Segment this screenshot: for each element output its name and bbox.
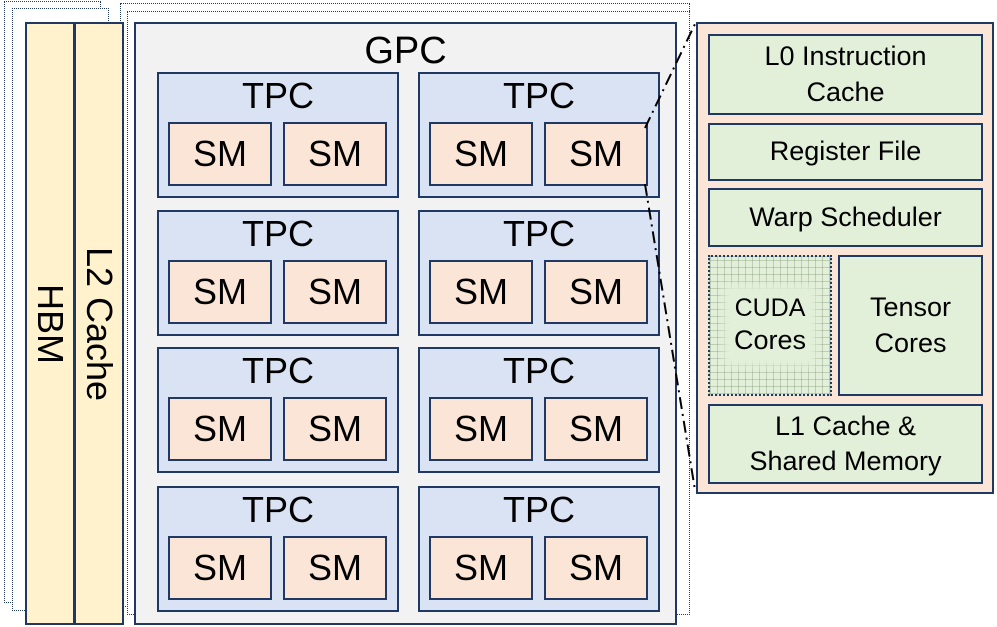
cuda-cores: CUDA Cores	[708, 255, 832, 396]
tpc-block: TPC SM SM	[157, 347, 399, 473]
register-file-label: Register File	[769, 136, 922, 167]
sm-block-highlighted: SM	[544, 122, 648, 186]
sm-block: SM	[283, 122, 387, 186]
sm-block: SM	[544, 260, 648, 324]
tensor-cores: Tensor Cores	[838, 255, 983, 396]
tpc-block: TPC SM SM	[418, 486, 660, 612]
tpc-block: TPC SM SM	[418, 72, 660, 198]
sm-block: SM	[429, 122, 533, 186]
l2-cache-bar: L2 Cache	[74, 22, 124, 625]
hbm-bar: HBM	[25, 22, 75, 625]
sm-block: SM	[283, 397, 387, 461]
sm-block: SM	[283, 536, 387, 600]
sm-block: SM	[429, 397, 533, 461]
tpc-label: TPC	[242, 489, 314, 530]
cuda-cores-line2: Cores	[733, 325, 807, 356]
l0-cache-line2: Cache	[806, 76, 885, 107]
sm-block: SM	[168, 397, 272, 461]
tensor-cores-line1: Tensor	[869, 292, 952, 323]
sm-block: SM	[429, 260, 533, 324]
sm-block: SM	[168, 536, 272, 600]
tpc-block: TPC SM SM	[157, 72, 399, 198]
sm-block: SM	[544, 397, 648, 461]
tpc-block: TPC SM SM	[157, 210, 399, 336]
tpc-label: TPC	[242, 350, 314, 391]
tpc-label: TPC	[242, 75, 314, 116]
l1-cache-line1: L1 Cache &	[774, 410, 917, 441]
l0-instruction-cache: L0 Instruction Cache	[708, 34, 983, 115]
tpc-label: TPC	[503, 213, 575, 254]
sm-block: SM	[429, 536, 533, 600]
sm-block: SM	[168, 122, 272, 186]
tpc-block: TPC SM SM	[418, 347, 660, 473]
tpc-block: TPC SM SM	[418, 210, 660, 336]
sm-block: SM	[283, 260, 387, 324]
tpc-label: TPC	[503, 75, 575, 116]
l0-cache-line1: L0 Instruction	[764, 41, 927, 72]
sm-block: SM	[544, 536, 648, 600]
gpc-title: GPC	[364, 30, 447, 72]
register-file: Register File	[708, 123, 983, 181]
warp-scheduler: Warp Scheduler	[708, 188, 983, 247]
cuda-cores-line1: CUDA	[734, 294, 806, 322]
l1-cache-shared-memory: L1 Cache & Shared Memory	[708, 404, 983, 484]
tpc-label: TPC	[503, 489, 575, 530]
tpc-label: TPC	[242, 213, 314, 254]
tensor-cores-line2: Cores	[874, 327, 947, 358]
warp-scheduler-label: Warp Scheduler	[749, 201, 942, 232]
tpc-block: TPC SM SM	[157, 486, 399, 612]
zoom-line-top	[644, 23, 696, 129]
l1-cache-line2: Shared Memory	[749, 446, 942, 476]
tpc-label: TPC	[503, 350, 575, 391]
zoom-line-bottom	[644, 183, 696, 491]
sm-block: SM	[168, 260, 272, 324]
